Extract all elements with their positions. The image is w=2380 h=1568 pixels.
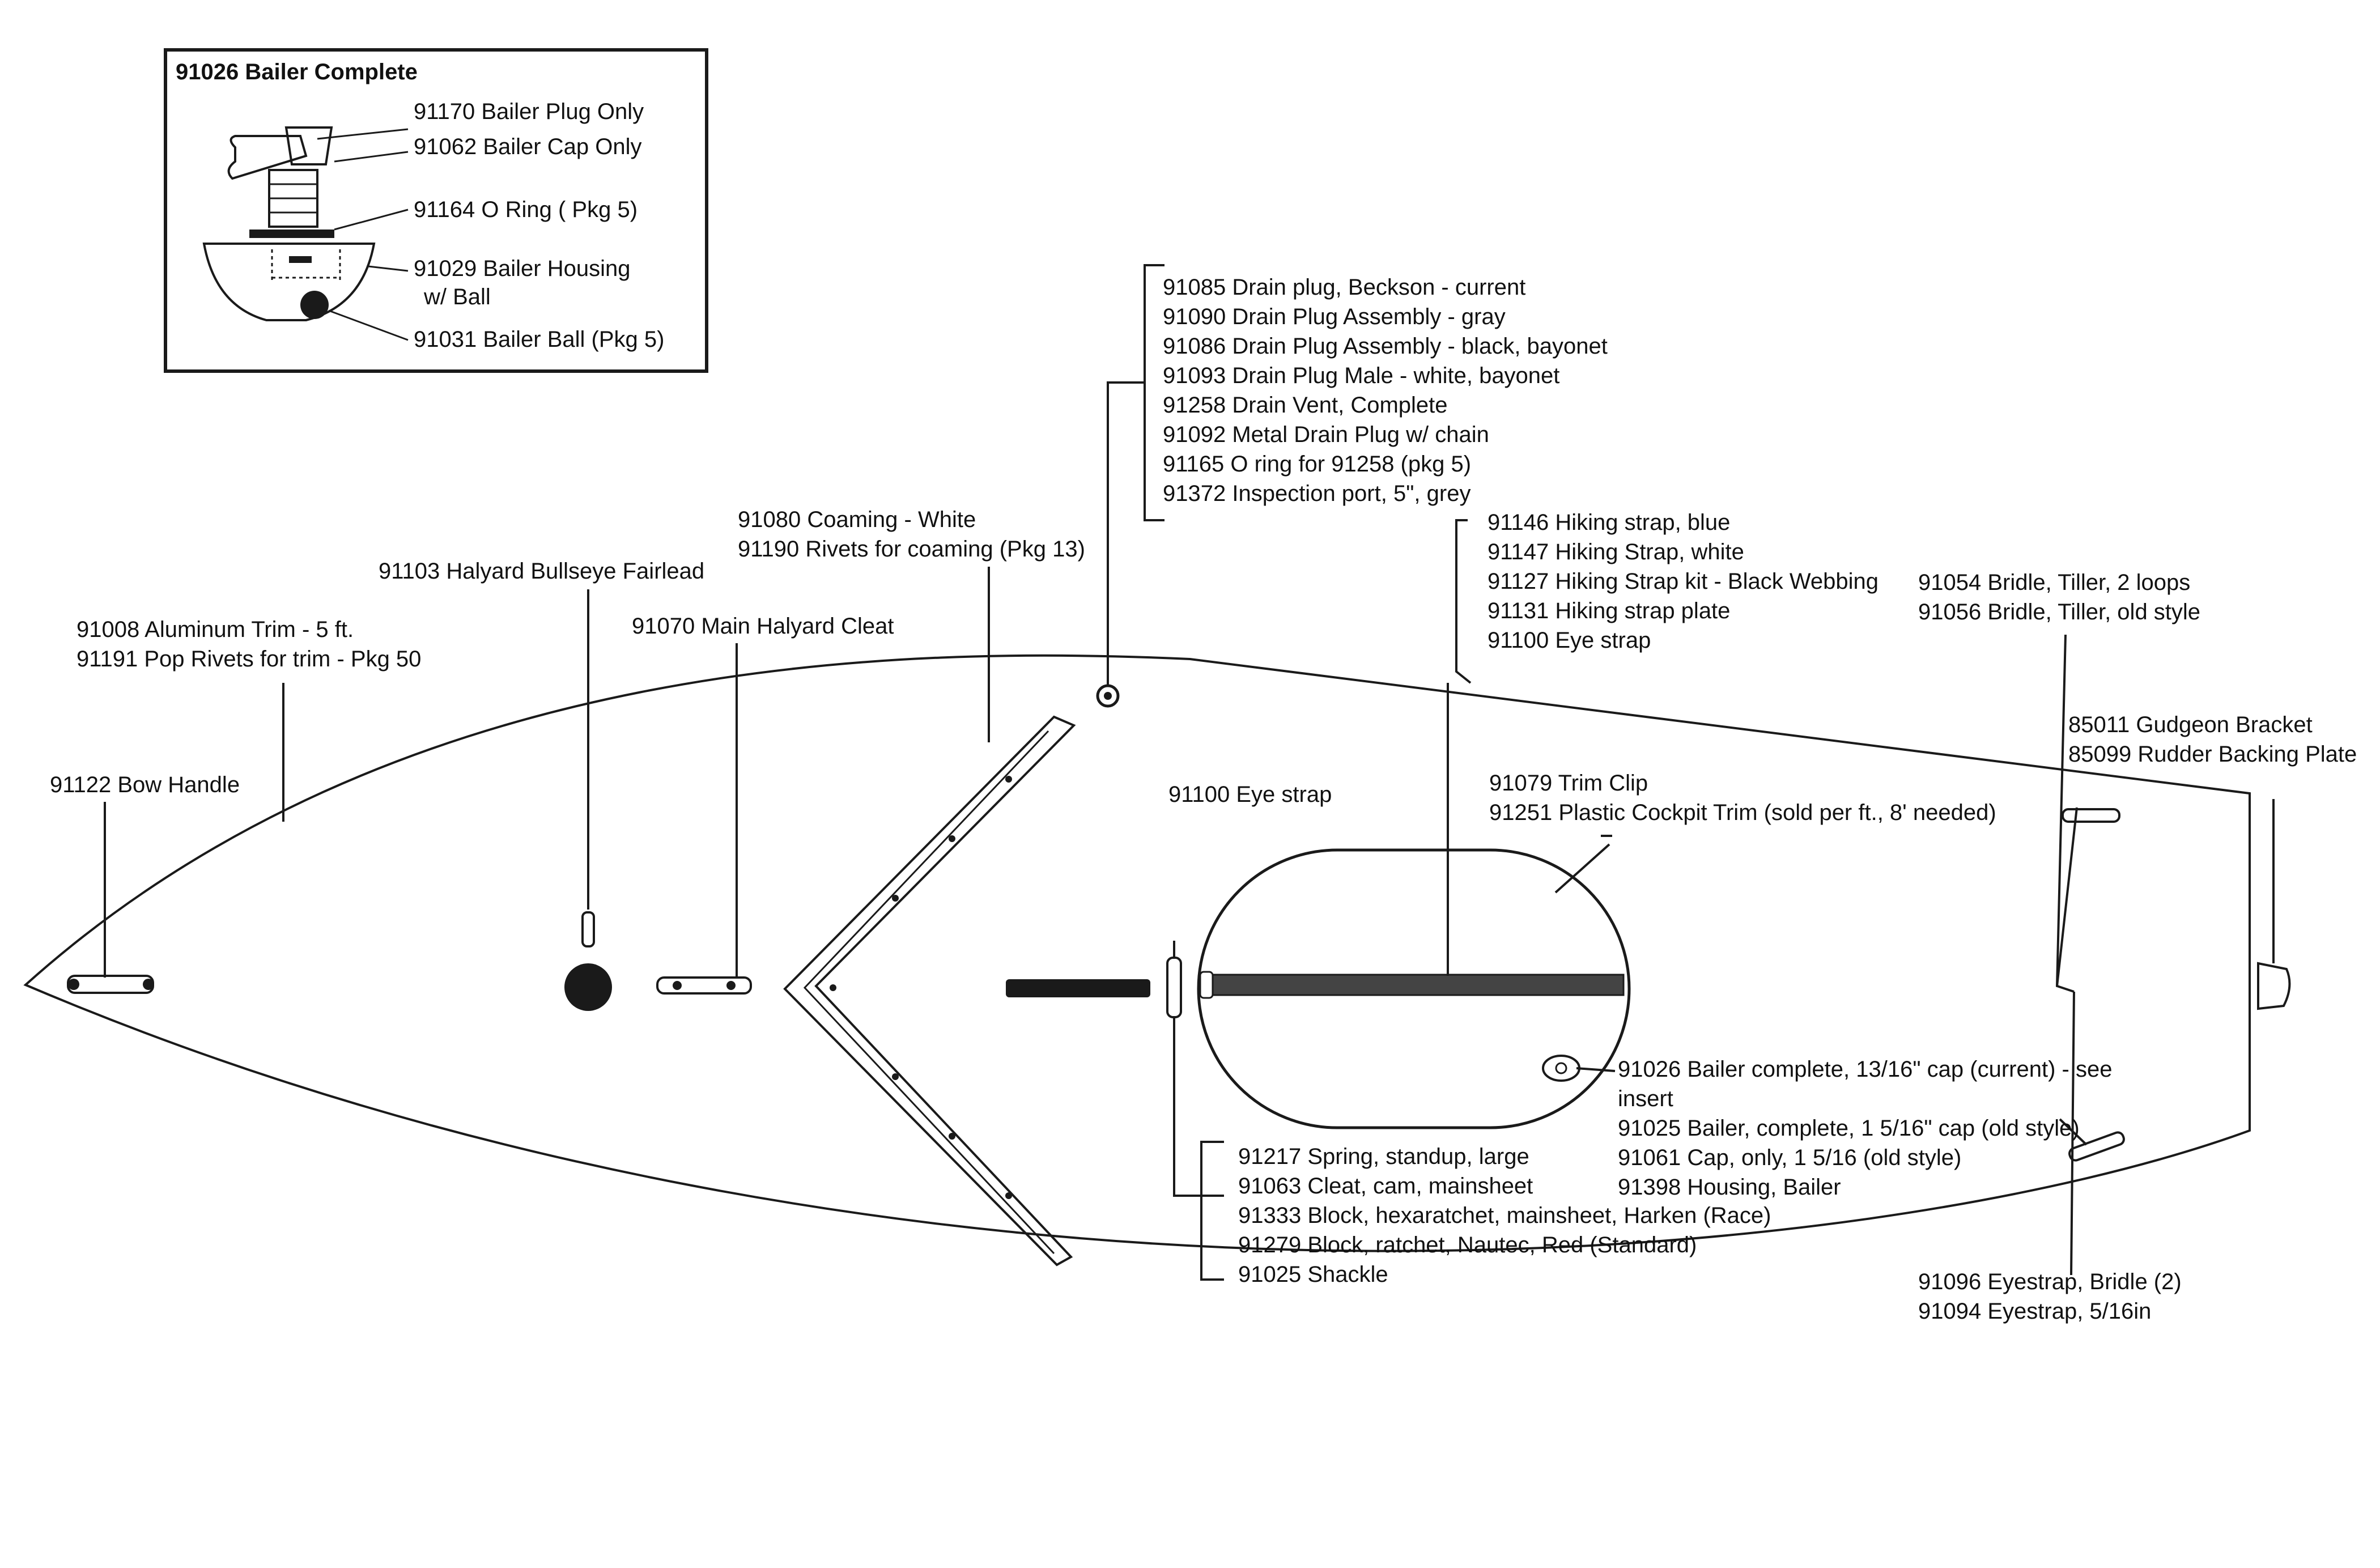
cockpit-label-0: 91079 Trim Clip [1489,771,1648,796]
coaming-label-1: 91190 Rivets for coaming (Pkg 13) [738,537,1085,562]
transom-eyestraps [2062,808,2125,1162]
leader-lines [104,264,2088,1281]
cockpit-labels: 91079 Trim Clip 91251 Plastic Cockpit Tr… [1489,771,1996,825]
mainsheet-label-0: 91217 Spring, standup, large [1238,1144,1529,1169]
cockpit [1197,848,1631,1129]
drain-label-1: 91090 Drain Plug Assembly - gray [1163,304,1506,329]
bridle-label-1: 91056 Bridle, Tiller, old style [1918,600,2200,624]
bow-handle-label: 91122 Bow Handle [50,772,240,797]
eyestrap-labels: 91096 Eyestrap, Bridle (2) 91094 Eyestra… [1918,1269,2182,1324]
coaming [783,715,1076,1267]
inset-title: 91026 Bailer Complete [176,60,418,84]
inset-item-plug: 91170 Bailer Plug Only [414,99,644,124]
gudgeon-label-0: 85011 Gudgeon Bracket [2068,712,2313,737]
inset-border [164,48,708,373]
drain-label-4: 91258 Drain Vent, Complete [1163,393,1448,418]
halyard-cleat [656,976,752,995]
bailer-labels: 91026 Bailer complete, 13/16" cap (curre… [1618,1057,2112,1200]
gudgeon-labels: 85011 Gudgeon Bracket 85099 Rudder Backi… [2068,712,2357,767]
mainsheet-eye-strap [1166,957,1182,1018]
trim-labels: 91008 Aluminum Trim - 5 ft. 91191 Pop Ri… [76,617,421,672]
inset-item-oring: 91164 O Ring ( Pkg 5) [414,197,638,222]
coaming-label-0: 91080 Coaming - White [738,507,976,532]
drain-plug [1096,684,1120,708]
bailer-label-3: 91061 Cap, only, 1 5/16 (old style) [1618,1145,1961,1170]
bailer-inset: 91026 Bailer Complete 91170 Bailer Plug … [164,48,708,373]
coaming-labels: 91080 Coaming - White 91190 Rivets for c… [738,507,1085,562]
gudgeon-label-1: 85099 Rudder Backing Plate [2068,742,2357,767]
hiking-strap [1212,974,1625,996]
bow-handle [67,975,154,994]
cockpit-bailer [1542,1055,1580,1082]
hiking-label-3: 91131 Hiking strap plate [1488,598,1730,623]
bridle-labels: 91054 Bridle, Tiller, 2 loops 91056 Brid… [1918,570,2200,624]
hull-outline [23,654,2251,1252]
drain-label-7: 91372 Inspection port, 5", grey [1163,481,1470,506]
eye-strap-label: 91100 Eye strap [1168,782,1332,807]
drain-labels: 91085 Drain plug, Beckson - current 9109… [1163,275,1608,506]
trim-label-0: 91008 Aluminum Trim - 5 ft. [76,617,354,642]
bullseye-fairlead [564,911,612,1011]
mainsheet-bar [1006,979,1150,997]
mainsheet-label-3: 91279 Block, ratchet, Nautec, Red (Stand… [1238,1233,1697,1257]
mainsheet-label-1: 91063 Cleat, cam, mainsheet [1238,1174,1533,1199]
hiking-label-4: 91100 Eye strap [1488,628,1651,653]
inset-item-housing: 91029 Bailer Housing [414,256,630,281]
hiking-label-0: 91146 Hiking strap, blue [1488,510,1730,535]
drain-label-2: 91086 Drain Plug Assembly - black, bayon… [1163,334,1608,359]
halyard-cleat-label: 91070 Main Halyard Cleat [632,614,894,639]
mainsheet-labels: 91217 Spring, standup, large 91063 Cleat… [1238,1144,1771,1287]
bailer-label-4: 91398 Housing, Bailer [1618,1175,1841,1200]
drain-label-5: 91092 Metal Drain Plug w/ chain [1163,422,1489,447]
bailer-illustration [202,126,409,341]
drain-label-3: 91093 Drain Plug Male - white, bayonet [1163,363,1559,388]
inset-item-cap: 91062 Bailer Cap Only [414,134,641,159]
bailer-ball [300,291,329,319]
mainsheet-label-4: 91025 Shackle [1238,1262,1388,1287]
bullseye-label: 91103 Halyard Bullseye Fairlead [379,559,704,584]
hiking-labels: 91146 Hiking strap, blue 91147 Hiking St… [1488,510,1878,653]
bailer-label-1: insert [1618,1086,1673,1111]
hiking-label-2: 91127 Hiking Strap kit - Black Webbing [1488,569,1878,594]
inset-item-ball: 91031 Bailer Ball (Pkg 5) [414,327,664,352]
trim-label-1: 91191 Pop Rivets for trim - Pkg 50 [76,647,421,672]
hiking-label-1: 91147 Hiking Strap, white [1488,539,1744,564]
cockpit-label-1: 91251 Plastic Cockpit Trim (sold per ft.… [1489,800,1996,825]
eyestrap-label-0: 91096 Eyestrap, Bridle (2) [1918,1269,2182,1294]
eyestrap-label-1: 91094 Eyestrap, 5/16in [1918,1299,2151,1324]
mainsheet-label-2: 91333 Block, hexaratchet, mainsheet, Har… [1238,1203,1771,1228]
drain-label-0: 91085 Drain plug, Beckson - current [1163,275,1525,300]
drain-label-6: 91165 O ring for 91258 (pkg 5) [1163,452,1471,477]
rudder-bracket [2257,799,2291,1010]
bridle-label-0: 91054 Bridle, Tiller, 2 loops [1918,570,2190,595]
bailer-label-2: 91025 Bailer, complete, 1 5/16" cap (old… [1618,1116,2080,1141]
inset-item-housing-ball: w/ Ball [423,284,491,309]
bailer-label-0: 91026 Bailer complete, 13/16" cap (curre… [1618,1057,2112,1082]
